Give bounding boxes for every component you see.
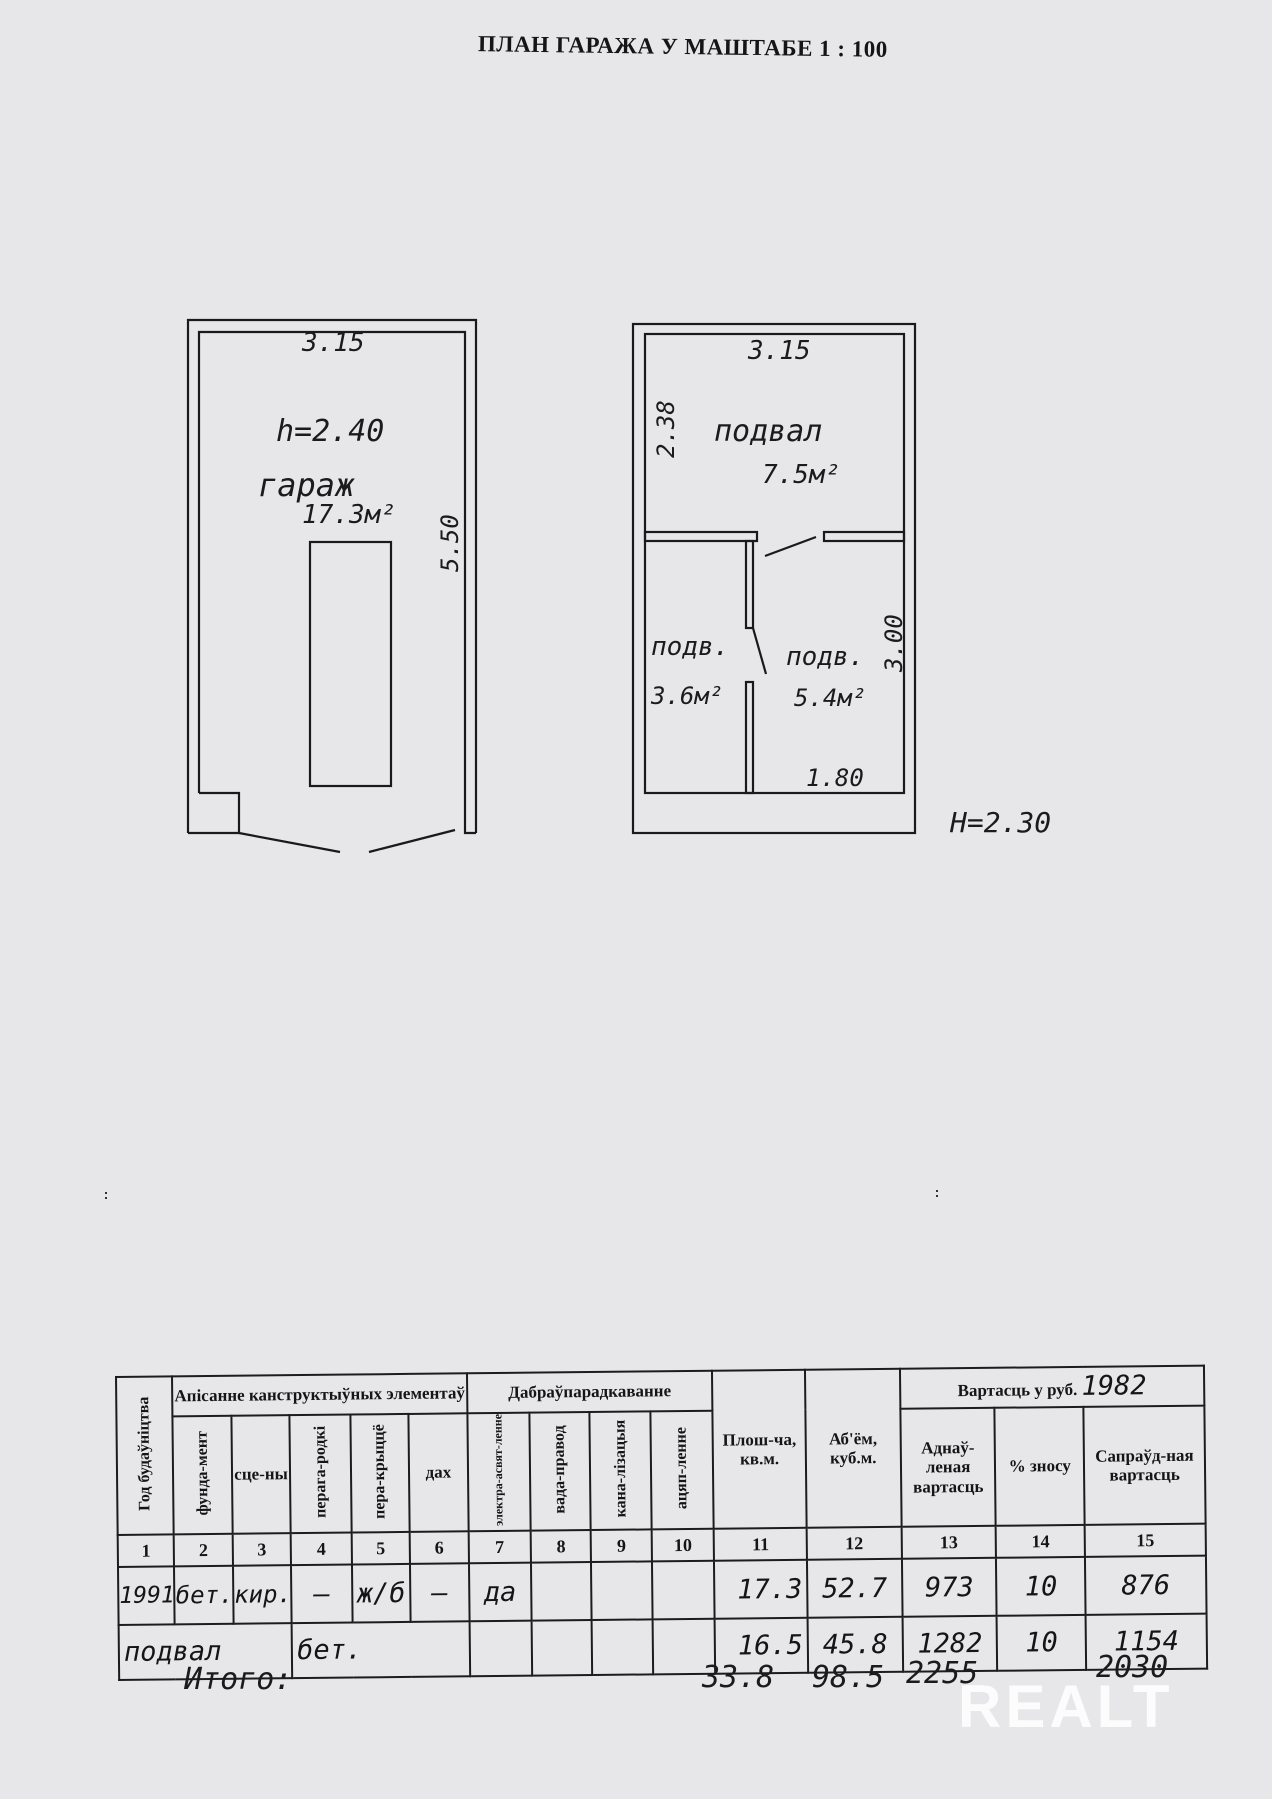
- garage-length-label: 5.50: [436, 514, 464, 572]
- roof-header: дах: [408, 1413, 469, 1533]
- col-number: 11: [714, 1528, 808, 1562]
- garage-right-jamb: [463, 793, 476, 835]
- basement-top-depth-label: 2.38: [652, 400, 680, 458]
- cell-partitions: —: [291, 1564, 353, 1624]
- col-number: 7: [468, 1531, 531, 1564]
- basement-right-room-name: подв.: [786, 642, 865, 672]
- garage-outer-wall: [186, 318, 478, 833]
- col-number: 2: [174, 1534, 233, 1567]
- walls-header: сце-ны: [231, 1415, 291, 1535]
- basement-left-room-name: подв.: [651, 632, 730, 662]
- basement-door-swing-top: [764, 535, 817, 558]
- garage-door-right: [368, 828, 456, 854]
- col-number: 13: [901, 1526, 997, 1560]
- basement-partition-left: [643, 530, 759, 543]
- col-number: 8: [530, 1530, 592, 1564]
- cell-actual-cost: 876: [1085, 1556, 1207, 1616]
- volume-header: Аб'ём, куб.м.: [805, 1368, 902, 1529]
- construction-header: Апісанне канструктыўных элементаў: [172, 1373, 467, 1417]
- area-header: Плош-ча, кв.м.: [712, 1369, 807, 1530]
- cell-material: бет.: [291, 1621, 470, 1679]
- cell-water: [530, 1562, 593, 1622]
- cell-electric: да: [468, 1563, 532, 1622]
- basement-plan: [631, 322, 917, 835]
- cell-area: 17.3: [714, 1560, 808, 1620]
- garage-room-name: гараж: [258, 466, 355, 504]
- totals-actual-cost: 2030: [1096, 1650, 1169, 1685]
- actual-cost-header: Сапраўд-ная вартасць: [1083, 1405, 1206, 1526]
- cell-sewer: [591, 1561, 653, 1621]
- garage-plan: [186, 318, 478, 854]
- col-number: 14: [996, 1525, 1086, 1559]
- garage-area-label: 17.3м²: [302, 500, 396, 530]
- ceiling-header: пера-крыццё: [350, 1413, 410, 1533]
- basement-wall-vertical-upper: [744, 539, 755, 630]
- cell-volume: 52.7: [807, 1559, 903, 1619]
- cell-roof: —: [410, 1563, 470, 1623]
- garage-width-label: 3.15: [302, 328, 365, 358]
- col-number: 4: [290, 1532, 352, 1566]
- basement-top-room-name: подвал: [714, 414, 823, 449]
- garage-height-label: h=2.40: [276, 414, 385, 449]
- basement-inner-wall: [643, 332, 906, 795]
- wear-header: % зносу: [994, 1406, 1085, 1527]
- col-number: 3: [232, 1533, 292, 1567]
- water-header: вада-правод: [529, 1412, 592, 1532]
- basement-wall-vertical-lower: [744, 680, 755, 795]
- col-number: 15: [1084, 1524, 1206, 1558]
- totals-area: 33.8: [702, 1660, 775, 1695]
- cell-heating: [651, 1561, 715, 1620]
- electric-header: электра-асвят-ленне: [466, 1412, 531, 1532]
- cell-ceiling: ж/б: [351, 1564, 411, 1623]
- col-number: 6: [409, 1531, 469, 1565]
- property-table: Год будаўніцтва Апісанне канструктыўных …: [115, 1365, 1208, 1682]
- basement-right-room-area: 5.4м²: [794, 684, 867, 712]
- foundation-header: фунда-мент: [172, 1415, 233, 1535]
- col-number: 5: [351, 1532, 411, 1565]
- cost-header: Вартасць у руб. 1982: [899, 1365, 1205, 1409]
- basement-total-height-label: H=2.30: [950, 806, 1052, 839]
- partitions-header: перага-родкі: [289, 1414, 352, 1534]
- cell-wear: 10: [996, 1615, 1087, 1672]
- col-number: 12: [806, 1527, 902, 1561]
- cell-wear: 10: [996, 1557, 1086, 1617]
- basement-left-room-area: 3.6м²: [651, 682, 724, 710]
- sewer-header: кана-лізацыя: [589, 1411, 652, 1531]
- cell-foundation: бет.: [174, 1566, 234, 1625]
- totals-restored-cost: 2255: [906, 1656, 979, 1691]
- basement-outer-wall: [631, 322, 917, 835]
- col-number: 1: [117, 1534, 175, 1568]
- basement-width-label: 3.15: [748, 336, 811, 366]
- heating-header: ацяп-ленне: [650, 1410, 715, 1530]
- restored-cost-header: Аднаў-леная вартасць: [900, 1407, 997, 1528]
- cell-year: 1991: [118, 1566, 176, 1626]
- punch-mark-left: [105, 1192, 111, 1199]
- garage-inner-wall: [197, 330, 467, 793]
- garage-inspection-pit: [308, 540, 393, 788]
- col-number: 9: [591, 1529, 652, 1563]
- realt-watermark-logo: REALT: [958, 1673, 1174, 1740]
- basement-partition-right: [822, 530, 906, 543]
- col-number: 10: [651, 1529, 715, 1562]
- garage-left-jamb: [188, 791, 241, 835]
- basement-top-room-area: 7.5м²: [762, 460, 841, 490]
- basement-door-swing-middle: [751, 627, 768, 675]
- punch-mark-right: [936, 1190, 942, 1197]
- amenities-header: Дабраўпарадкаванне: [466, 1370, 713, 1414]
- year-header: Год будаўніцтва: [116, 1376, 175, 1536]
- totals-label: Итого:: [184, 1662, 293, 1697]
- garage-door-left: [238, 831, 341, 854]
- totals-volume: 98.5: [812, 1660, 885, 1695]
- basement-right-depth-label: 3.00: [880, 614, 908, 672]
- cell-walls: кир.: [232, 1565, 292, 1625]
- basement-bottom-width-label: 1.80: [806, 764, 864, 792]
- cell-restored-cost: 973: [901, 1558, 997, 1618]
